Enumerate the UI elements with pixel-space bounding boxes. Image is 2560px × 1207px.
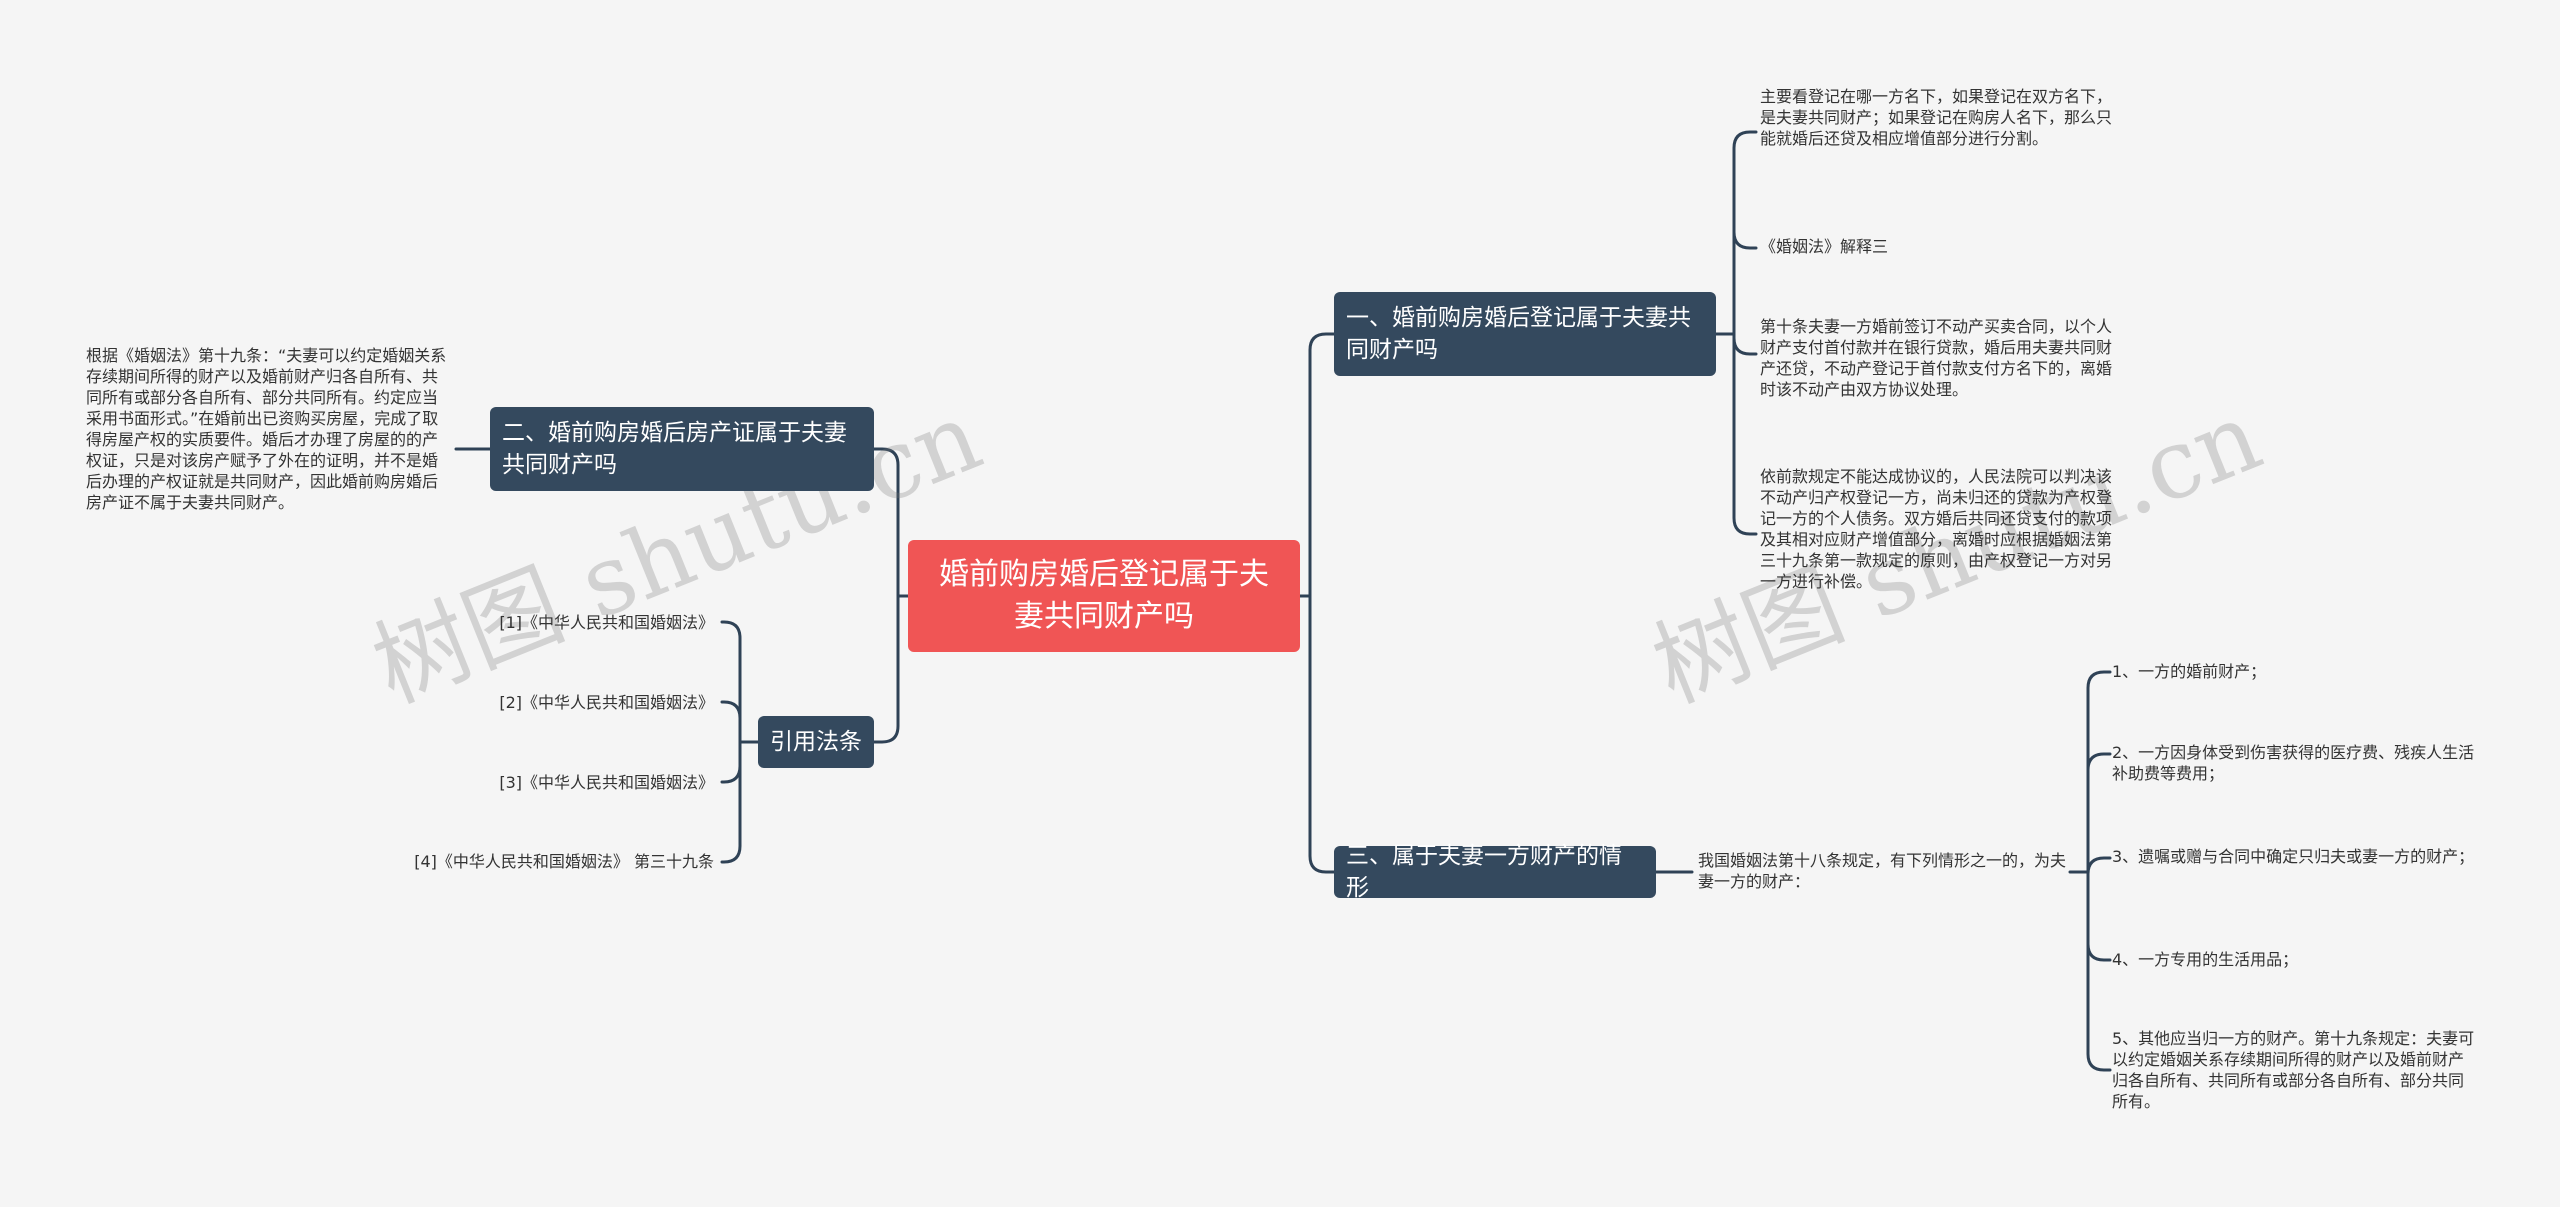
- b3-item-2: 2、一方因身体受到伤害获得的医疗费、残疾人生活补助费等费用；: [2112, 743, 2475, 783]
- branch-label: 二、婚前购房婚后房产证属于夫妻共同财产吗: [502, 420, 847, 478]
- b4-item-4: [4]《中华人民共和国婚姻法》 第三十九条: [414, 852, 714, 871]
- link-root-b4: [872, 594, 900, 744]
- b2-leaf: 根据《婚姻法》第十九条：“夫妻可以约定婚姻关系存续期间所得的财产以及婚前财产归各…: [86, 346, 447, 512]
- b1-leaf-2: 《婚姻法》解释三: [1760, 237, 1889, 256]
- b4-item-3: [3]《中华人民共和国婚姻法》: [499, 773, 714, 792]
- link-root-b3: [1308, 594, 1336, 874]
- branch-node-2[interactable]: 二、婚前购房婚后房产证属于夫妻共同财产吗: [490, 407, 874, 491]
- branch-node-1[interactable]: 一、婚前购房婚后登记属于夫妻共同财产吗: [1334, 292, 1716, 376]
- b1-leaf-4: 依前款规定不能达成协议的，人民法院可以判决该不动产归产权登记一方，尚未归还的贷款…: [1760, 467, 2113, 591]
- branch-label: 引用法条: [770, 729, 862, 755]
- b4-item-2: [2]《中华人民共和国婚姻法》: [499, 693, 714, 712]
- b1-leaf-3: 第十条夫妻一方婚前签订不动产买卖合同，以个人财产支付首付款并在银行贷款，婚后用夫…: [1760, 317, 2113, 399]
- root-topic[interactable]: 婚前购房婚后登记属于夫妻共同财产吗: [908, 540, 1300, 652]
- branch-label: 三、属于夫妻一方财产的情形: [1346, 843, 1622, 901]
- b4-item-1: [1]《中华人民共和国婚姻法》: [499, 613, 714, 632]
- branch-label: 一、婚前购房婚后登记属于夫妻共同财产吗: [1346, 305, 1691, 363]
- b3-item-3: 3、遗嘱或赠与合同中确定只归夫或妻一方的财产；: [2112, 847, 2475, 866]
- b3-intro: 我国婚姻法第十八条规定，有下列情形之一的，为夫妻一方的财产：: [1698, 851, 2067, 891]
- link-b1-bracket: [1714, 130, 1758, 536]
- link-root-b2: [872, 447, 910, 598]
- b3-item-1: 1、一方的婚前财产；: [2112, 662, 2267, 681]
- branch-node-4[interactable]: 引用法条: [758, 716, 874, 768]
- link-root-b1: [1298, 332, 1336, 598]
- b3-item-5: 5、其他应当归一方的财产。第十九条规定：夫妻可以约定婚姻关系存续期间所得的财产以…: [2112, 1029, 2475, 1111]
- root-topic-label: 婚前购房婚后登记属于夫妻共同财产吗: [939, 557, 1269, 634]
- link-b3-bracket: [2068, 670, 2112, 1072]
- b3-item-4: 4、一方专用的生活用品；: [2112, 950, 2299, 969]
- branch-node-3[interactable]: 三、属于夫妻一方财产的情形: [1334, 843, 1656, 901]
- link-b4-bracket: [720, 620, 760, 864]
- b1-leaf-1: 主要看登记在哪一方名下，如果登记在双方名下，是夫妻共同财产；如果登记在购房人名下…: [1760, 87, 2113, 148]
